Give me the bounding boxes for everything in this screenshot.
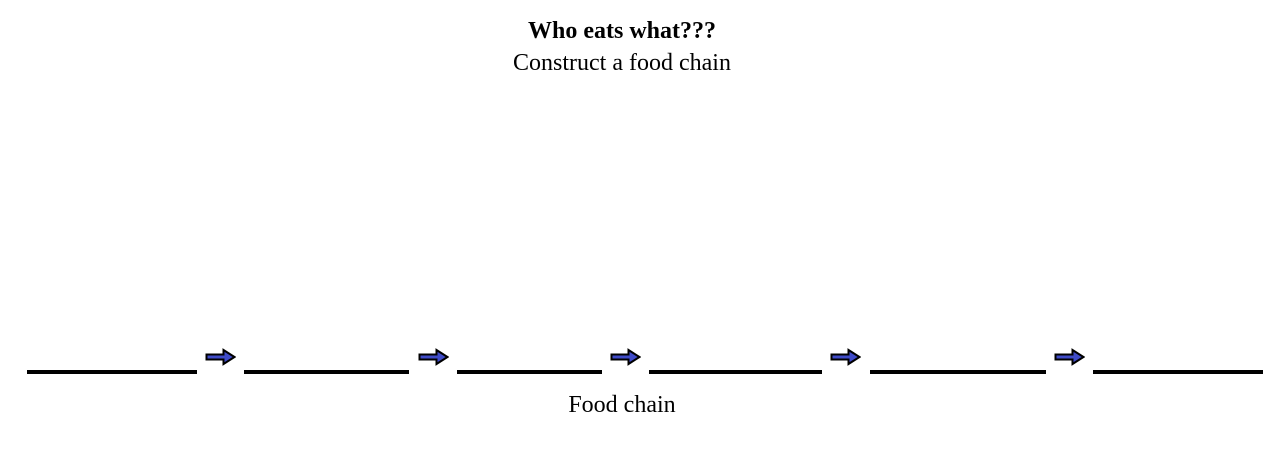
food-chain-caption: Food chain — [568, 392, 676, 418]
food-chain-blank-1[interactable] — [27, 370, 197, 374]
food-chain-blank-6[interactable] — [1092, 370, 1263, 374]
food-chain-blank-4[interactable] — [649, 370, 823, 374]
right-arrow-icon — [418, 348, 449, 366]
page-subtitle: Construct a food chain — [513, 50, 731, 76]
food-chain-blank-3[interactable] — [456, 370, 602, 374]
right-arrow-icon — [1054, 348, 1086, 366]
page-header: Who eats what??? Construct a food chain — [0, 16, 1244, 79]
right-arrow-icon — [205, 348, 237, 366]
right-arrow-icon — [610, 348, 642, 366]
food-chain-blank-5[interactable] — [869, 370, 1046, 374]
right-arrow-icon — [830, 348, 862, 366]
food-chain-row — [27, 344, 1263, 374]
food-chain-blank-2[interactable] — [244, 370, 410, 374]
page-title: Who eats what??? — [527, 18, 716, 44]
